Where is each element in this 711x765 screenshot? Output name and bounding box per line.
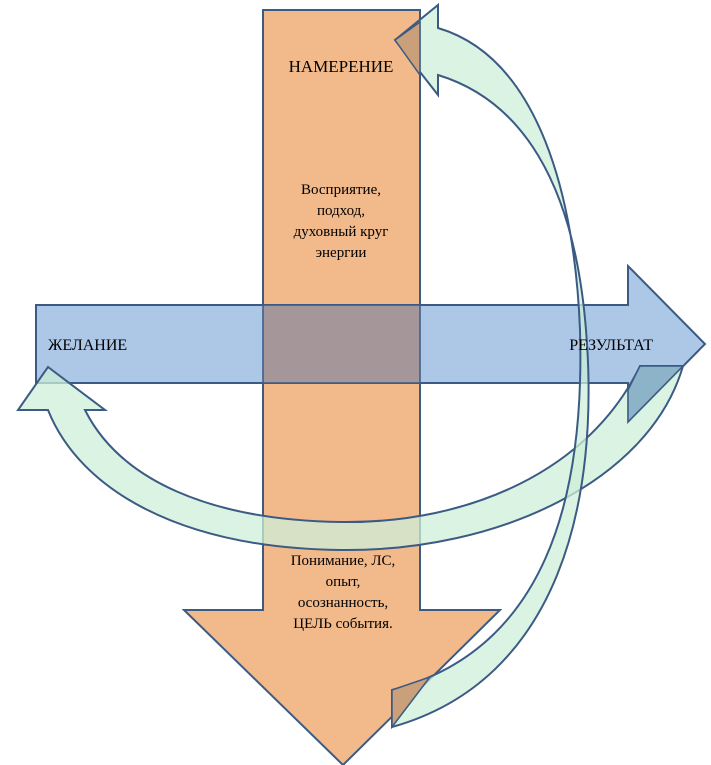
result-label: РЕЗУЛЬТАТ [569,337,653,354]
bottom-block-text: Понимание, ЛС, опыт, осознанность, ЦЕЛЬ … [291,553,396,632]
intention-label: НАМЕРЕНИЕ [289,57,394,76]
curve-tip-bottom [391,675,433,730]
arrow-overlap [262,304,421,384]
svg-text:осознанность,: осознанность, [298,595,388,611]
vertical-down-arrow [181,9,503,765]
svg-text:опыт,: опыт, [326,574,361,590]
curve-tip-top [393,20,421,78]
desire-label: ЖЕЛАНИЕ [48,337,127,354]
svg-text:ЦЕЛЬ события.: ЦЕЛЬ события. [293,616,392,632]
svg-text:подход,: подход, [317,203,365,219]
curve-tip-right [627,365,685,424]
svg-text:энергии: энергии [316,245,367,261]
svg-text:духовный круг: духовный круг [294,224,389,240]
top-block-text: Восприятие, подход, духовный круг энерги… [294,182,389,261]
curved-arrow-result-to-desire [16,365,685,552]
svg-text:Понимание, ЛС,: Понимание, ЛС, [291,553,396,569]
svg-text:Восприятие,: Восприятие, [301,182,381,198]
